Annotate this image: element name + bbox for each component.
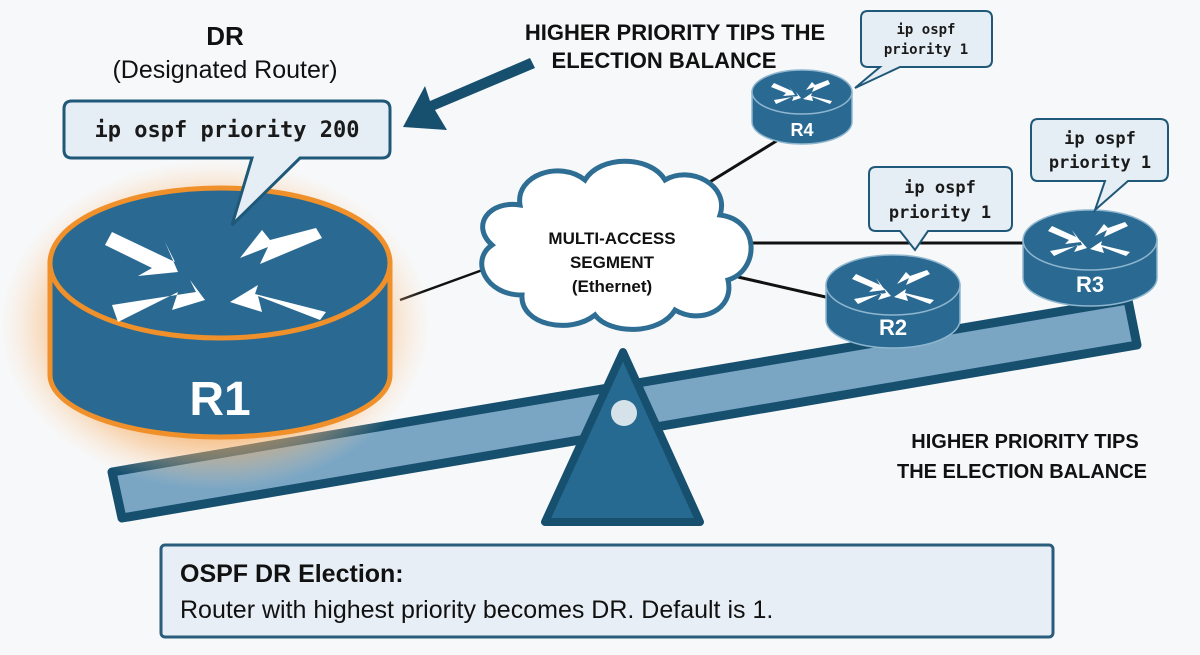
- callout-r3-line2: priority 1: [1049, 153, 1151, 173]
- summary-box: OSPF DR Election: Router with highest pr…: [159, 543, 1055, 639]
- callout-r2-line2: priority 1: [889, 203, 991, 223]
- callout-r4-line1: ip ospf: [896, 22, 955, 38]
- callout-r4-line2: priority 1: [884, 42, 968, 58]
- dr-title: DR: [206, 21, 244, 51]
- seesaw-fulcrum: [541, 348, 704, 526]
- side-caption-line2: THE ELECTION BALANCE: [897, 461, 1147, 483]
- router-r3[interactable]: R3: [1022, 209, 1158, 307]
- link-cloud-r2: [737, 275, 831, 300]
- summary-body: Router with highest priority becomes DR.…: [180, 596, 773, 624]
- callout-r4-priority: ip ospf priority 1: [854, 10, 993, 89]
- callout-r1-text: ip ospf priority 200: [95, 118, 360, 143]
- cloud-label-line1: MULTI-ACCESS: [548, 229, 675, 248]
- callout-r2-line1: ip ospf: [904, 178, 976, 198]
- side-caption-line1: HIGHER PRIORITY TIPS: [911, 431, 1138, 453]
- callout-r3-priority: ip ospf priority 1: [1030, 118, 1169, 214]
- cloud-label-line3: (Ethernet): [572, 277, 652, 296]
- cloud-label-line2: SEGMENT: [570, 253, 655, 272]
- top-caption-line2: ELECTION BALANCE: [552, 48, 777, 73]
- top-caption-line1: HIGHER PRIORITY TIPS THE: [525, 20, 825, 45]
- router-r4-label: R4: [790, 120, 813, 140]
- link-cloud-r4: [699, 138, 779, 190]
- router-arrows-icon: [771, 80, 832, 104]
- dr-subtitle: (Designated Router): [112, 56, 337, 84]
- router-r1[interactable]: R1: [47, 185, 393, 440]
- network-links: [399, 138, 1030, 302]
- router-r2-label: R2: [879, 315, 907, 340]
- router-arrows-icon: [852, 270, 934, 304]
- router-r3-label: R3: [1076, 272, 1104, 297]
- router-r2[interactable]: R2: [825, 254, 961, 349]
- pointer-arrow-icon: [403, 58, 535, 130]
- callout-r3-line1: ip ospf: [1064, 129, 1136, 149]
- router-arrows-icon: [1048, 222, 1130, 256]
- router-r4[interactable]: R4: [751, 69, 853, 145]
- multi-access-cloud: MULTI-ACCESS SEGMENT (Ethernet): [479, 158, 754, 332]
- seesaw: [107, 295, 1142, 526]
- callout-r2-priority: ip ospf priority 1: [868, 166, 1013, 252]
- summary-title: OSPF DR Election:: [180, 560, 404, 588]
- router-r1-label: R1: [189, 373, 250, 426]
- router-arrows-icon: [105, 228, 326, 322]
- callout-r1-priority: ip ospf priority 200: [62, 99, 392, 227]
- fulcrum-pivot: [611, 400, 637, 426]
